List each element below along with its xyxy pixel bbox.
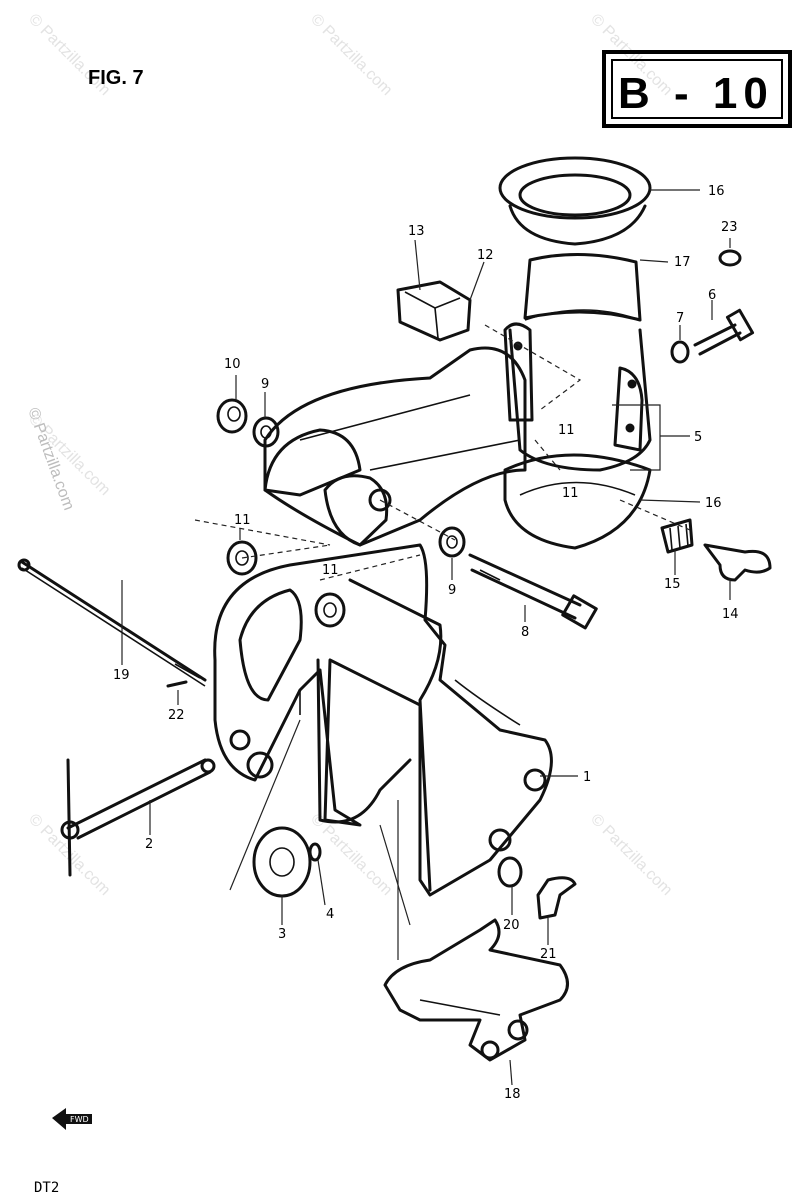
callout-22: 22 — [168, 708, 185, 723]
callout-20: 20 — [503, 918, 520, 933]
part-3-clamp-pad — [252, 826, 312, 898]
callout-19: 19 — [113, 668, 130, 683]
part-17-sleeve — [523, 252, 642, 322]
part-4-cotter-pin — [308, 842, 322, 862]
part-5-swivel-bracket — [503, 322, 652, 550]
callout-10: 10 — [224, 357, 241, 372]
callout-16-top: 16 — [708, 184, 725, 199]
callout-9-upper: 9 — [261, 377, 269, 392]
part-9-washer-upper — [252, 416, 280, 448]
callout-7: 7 — [676, 311, 684, 326]
callout-11-housing-lower: 11 — [562, 486, 579, 501]
section-code: B - 10 — [618, 69, 774, 118]
exploded-drawing — [17, 156, 772, 1086]
callout-23: 23 — [721, 220, 738, 235]
part-9-washer-lower — [438, 526, 466, 558]
alignment-lines — [194, 324, 691, 581]
watermark-7: © Partzilla.com — [587, 811, 675, 899]
callout-labels: 1 2 3 4 5 6 7 8 9 9 10 11 11 11 11 12 13… — [113, 184, 739, 1102]
callout-14: 14 — [722, 607, 739, 622]
callout-9-lower: 9 — [448, 583, 456, 598]
part-15-spring — [660, 518, 694, 554]
part-22-screw — [166, 680, 188, 688]
callout-18: 18 — [504, 1087, 521, 1102]
callout-12: 12 — [477, 248, 494, 263]
part-18-tilt-lever — [383, 918, 569, 1062]
footer-code: DT2 — [34, 1180, 59, 1196]
callout-6: 6 — [708, 288, 716, 303]
callout-11-left: 11 — [234, 513, 251, 528]
part-7-washer — [670, 340, 690, 364]
callout-13: 13 — [408, 224, 425, 239]
forward-arrow: FWD — [52, 1108, 92, 1130]
part-upper-arm — [263, 346, 527, 547]
part-23-nut — [718, 249, 742, 267]
part-10-bushing — [216, 398, 248, 434]
callout-11-housing-upper: 11 — [558, 423, 575, 438]
callout-16-lower: 16 — [705, 496, 722, 511]
callout-21: 21 — [540, 947, 557, 962]
forward-arrow-label: FWD — [70, 1115, 89, 1124]
figure-label: FIG. 7 — [88, 67, 144, 89]
part-11-washer-left — [226, 540, 258, 576]
part-21-elbow — [536, 876, 577, 920]
part-14-grease-fitting — [703, 543, 772, 582]
leader-lines — [121, 189, 731, 1086]
callout-17: 17 — [674, 255, 691, 270]
callout-3: 3 — [278, 927, 286, 942]
part-1-clamp-bracket — [213, 543, 553, 897]
part-8-bolt — [468, 553, 598, 630]
callout-1: 1 — [583, 770, 591, 785]
part-2-clamp-screw — [60, 758, 216, 877]
part-11-washer-center — [314, 592, 346, 628]
watermark-2: © Partzilla.com — [307, 11, 395, 99]
callout-2: 2 — [145, 837, 153, 852]
callout-11-center: 11 — [322, 563, 339, 578]
part-16-bushing-ring — [498, 156, 652, 246]
part-20-collar — [497, 856, 523, 888]
callout-4: 4 — [326, 907, 334, 922]
section-code-box: B - 10 — [602, 50, 792, 128]
part-6-bolt — [693, 308, 755, 356]
callout-8: 8 — [521, 625, 529, 640]
part-13-mount — [396, 280, 472, 342]
callout-5: 5 — [694, 430, 702, 445]
callout-15: 15 — [664, 577, 681, 592]
part-19-thru-bolt — [17, 558, 207, 687]
